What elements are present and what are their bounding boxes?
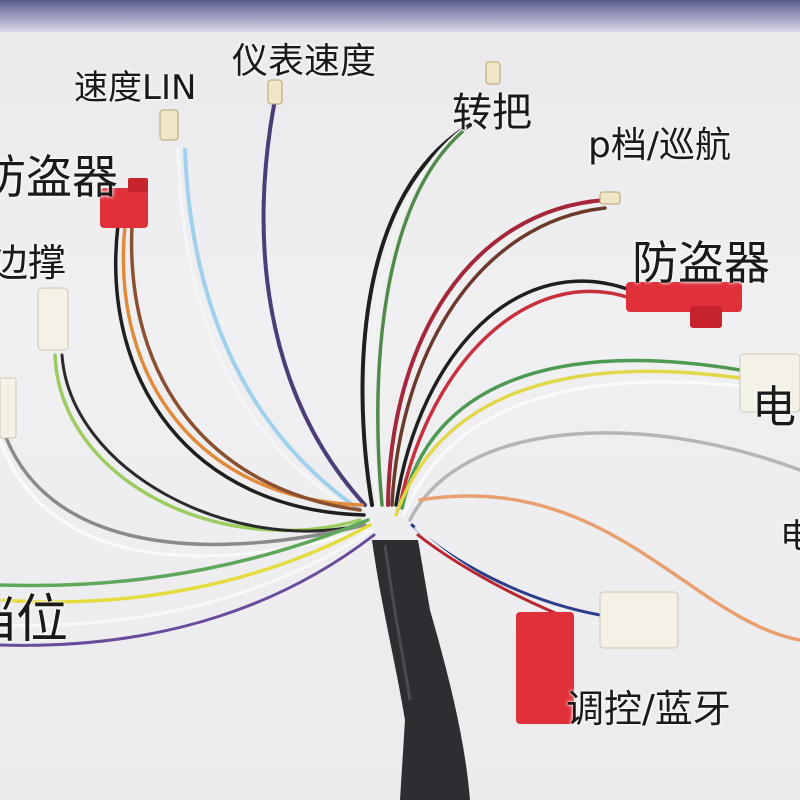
right-white-connector — [739, 353, 800, 413]
wire-left-white — [0, 438, 368, 558]
wire-antitheft-left-orange — [121, 223, 364, 507]
label-anti-theft-right: 防盗器 — [632, 236, 770, 290]
top-edge-strip — [0, 0, 800, 32]
wire-antitheft-right-black — [394, 279, 632, 507]
wire-speed-lin-blue — [183, 148, 362, 512]
wire-throttle-black — [360, 123, 472, 507]
wire-throttle-green — [376, 130, 464, 507]
wire-right-connector-yellow — [394, 369, 742, 517]
wire-left-grey — [0, 418, 367, 547]
label-kickstand: 边撑 — [0, 241, 67, 285]
wire-gear-green — [0, 518, 370, 588]
wire-orange-right — [418, 494, 800, 642]
wire-tuning-white — [414, 526, 602, 627]
label-anti-theft-left: 防盗器 — [0, 150, 118, 204]
wire-grey-right — [408, 431, 800, 522]
wire-gear-purple — [0, 533, 376, 647]
wire-p-gear-brown — [390, 206, 607, 507]
wire-antitheft-left-brown — [129, 223, 362, 512]
left-edge-connector — [0, 377, 17, 439]
tuning-red-connector — [516, 612, 574, 724]
wire-gear-yellow — [0, 523, 372, 604]
wire-antitheft-left-black — [113, 223, 366, 517]
wire-speed-lin-white — [176, 148, 357, 514]
label-right-edge-1: 电 — [752, 382, 796, 433]
label-p-gear-cruise: p档/巡航 — [588, 125, 731, 166]
label-tuning-bluetooth: 调控/蓝牙 — [566, 687, 731, 731]
wire-right-connector-white — [402, 380, 742, 517]
antitheft-left-connector — [100, 188, 148, 228]
wire-tuning-blue — [410, 523, 602, 617]
label-meter-speed: 仪表速度 — [232, 41, 377, 82]
wire-group — [0, 98, 800, 647]
wire-gear-white — [0, 528, 374, 627]
kickstand-connector — [37, 287, 69, 351]
speed-lin-terminal — [159, 109, 179, 141]
wire-throttle-white — [368, 126, 467, 507]
antitheft-right-connector-tab — [690, 306, 722, 328]
wire-p-gear-red — [386, 198, 607, 507]
label-gear: 档位 — [0, 590, 69, 650]
label-speed-lin: 速度LIN — [74, 68, 197, 108]
antitheft-right-connector — [626, 282, 742, 312]
harness-sleeve — [372, 540, 470, 800]
wire-right-connector-green — [400, 358, 742, 510]
wire-tuning-red — [416, 533, 562, 617]
wire-meter-speed — [261, 98, 367, 507]
meter-speed-terminal — [267, 79, 283, 105]
tuning-white-connector — [599, 591, 679, 649]
wire-kickstand-black — [60, 353, 364, 533]
label-throttle: 转把 — [452, 90, 532, 136]
wire-antitheft-right-red — [398, 289, 632, 507]
p-gear-terminal — [599, 191, 621, 205]
throttle-terminal — [485, 61, 501, 85]
antitheft-left-connector-tab — [128, 178, 148, 192]
label-right-edge-2: 电 — [780, 517, 800, 557]
harness-sleeve-highlight — [383, 544, 412, 701]
